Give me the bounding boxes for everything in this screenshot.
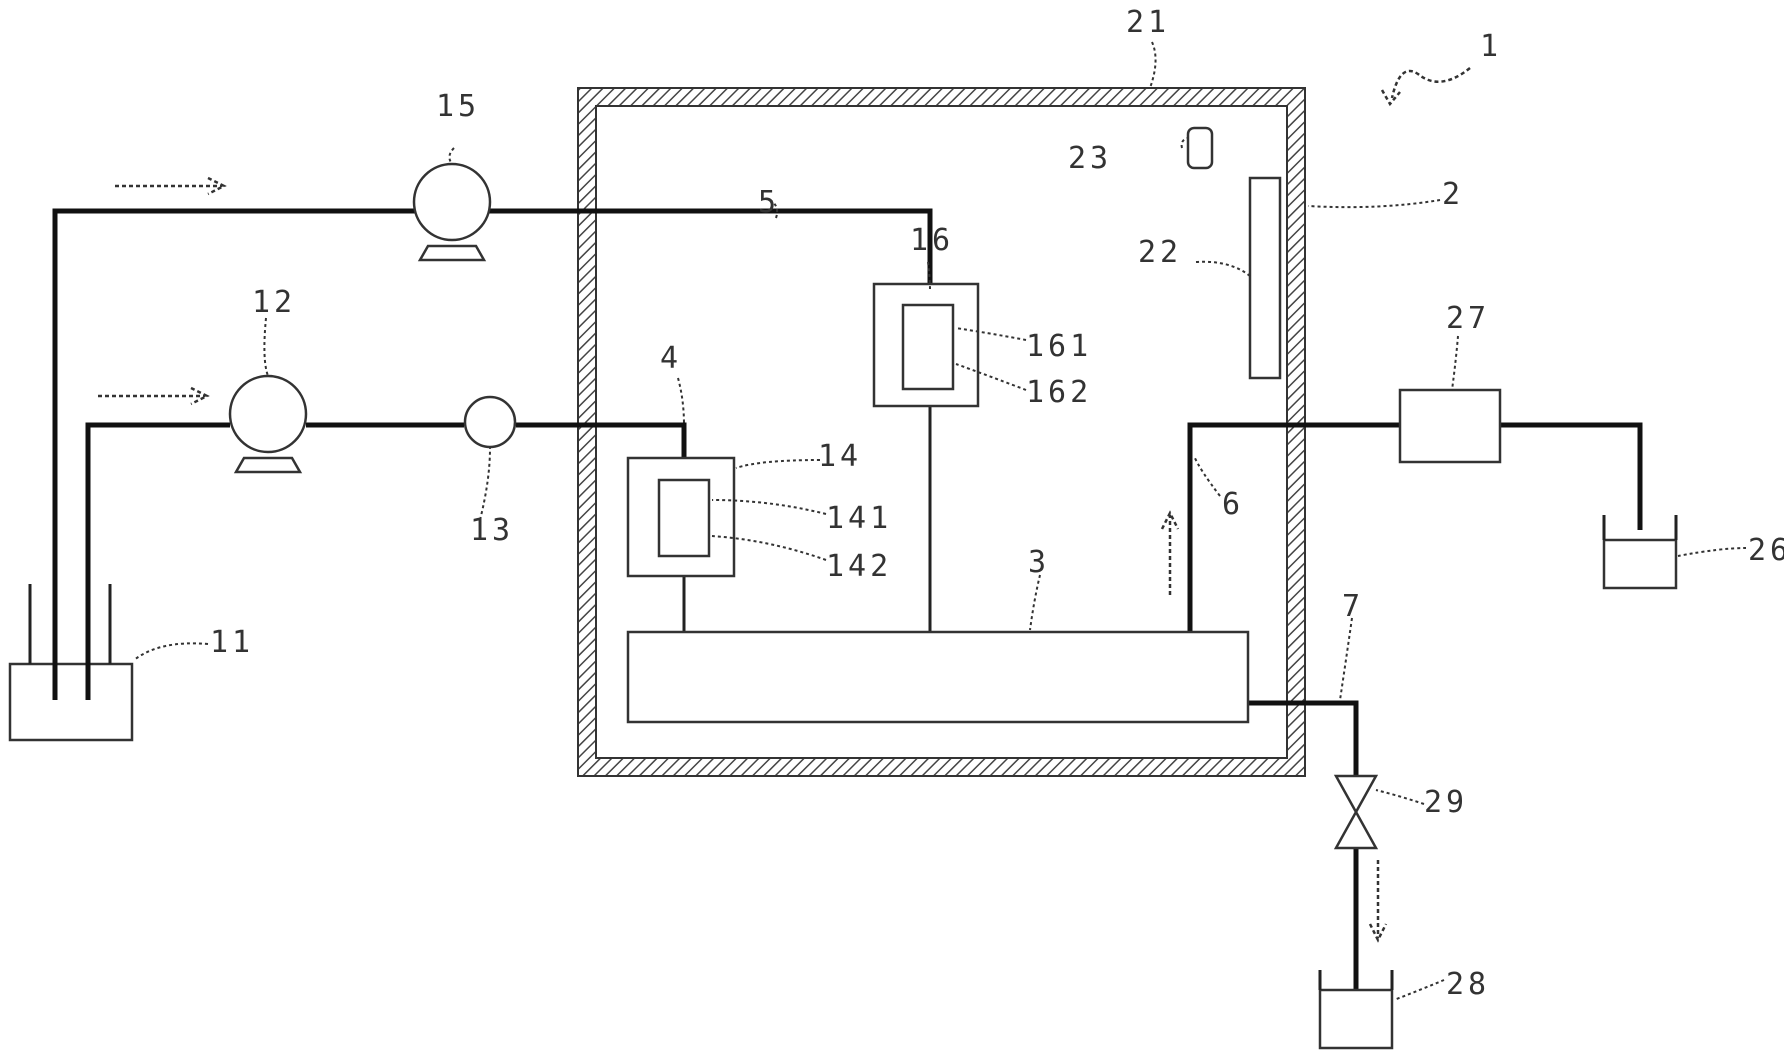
heater-22 bbox=[1250, 178, 1280, 378]
line-5 bbox=[487, 211, 930, 290]
label-27: 27 bbox=[1446, 301, 1490, 336]
label-15: 15 bbox=[436, 89, 480, 124]
leader-6 bbox=[1194, 456, 1220, 496]
label-1: 1 bbox=[1480, 29, 1502, 64]
sensor-23 bbox=[1188, 128, 1212, 168]
line-to-receiver-26 bbox=[1500, 425, 1640, 530]
leader-11 bbox=[134, 643, 208, 660]
label-26: 26 bbox=[1748, 533, 1784, 568]
label-13: 13 bbox=[470, 513, 514, 548]
unit-141-element bbox=[659, 480, 709, 556]
label-4: 4 bbox=[660, 341, 682, 376]
pump-12 bbox=[230, 376, 306, 452]
leader-15 bbox=[449, 148, 454, 164]
flow-arrow-line-7 bbox=[1370, 860, 1386, 940]
vessel-3 bbox=[628, 632, 1248, 722]
valve-13 bbox=[465, 397, 515, 447]
label-29: 29 bbox=[1424, 785, 1468, 820]
pump-12-base bbox=[236, 458, 300, 472]
valve-29-upper bbox=[1336, 776, 1376, 812]
label-162: 162 bbox=[1026, 375, 1092, 410]
reference-arrow-1 bbox=[1382, 68, 1470, 104]
label-16: 16 bbox=[910, 223, 954, 258]
receiver-28 bbox=[1320, 990, 1392, 1048]
flow-arrow-line-6 bbox=[1162, 513, 1178, 595]
leader-12 bbox=[264, 318, 268, 376]
tank-11 bbox=[10, 664, 132, 740]
valve-29-lower bbox=[1336, 812, 1376, 848]
leader-22 bbox=[1196, 262, 1250, 276]
leader-4 bbox=[678, 378, 684, 425]
label-2: 2 bbox=[1442, 177, 1464, 212]
label-12: 12 bbox=[252, 285, 296, 320]
label-28: 28 bbox=[1446, 967, 1490, 1002]
unit-161-element bbox=[903, 305, 953, 389]
pump-15 bbox=[414, 164, 490, 240]
label-161: 161 bbox=[1026, 329, 1092, 364]
label-141: 141 bbox=[826, 501, 892, 536]
leader-2 bbox=[1308, 200, 1440, 207]
label-6: 6 bbox=[1222, 487, 1244, 522]
leader-28 bbox=[1394, 980, 1444, 1000]
label-7: 7 bbox=[1342, 589, 1364, 624]
flow-arrow-upper bbox=[115, 178, 224, 194]
leader-7 bbox=[1340, 618, 1352, 700]
label-21: 21 bbox=[1126, 5, 1170, 40]
leader-13 bbox=[480, 448, 490, 520]
label-23: 23 bbox=[1068, 141, 1112, 176]
label-142: 142 bbox=[826, 549, 892, 584]
flow-arrow-lower bbox=[98, 388, 207, 404]
label-11: 11 bbox=[210, 625, 254, 660]
pump-15-base bbox=[420, 246, 484, 260]
label-5: 5 bbox=[758, 185, 780, 220]
leader-27-line bbox=[1452, 336, 1458, 390]
receiver-26 bbox=[1604, 540, 1676, 588]
label-14: 14 bbox=[818, 439, 862, 474]
leader-29 bbox=[1376, 790, 1424, 804]
label-22: 22 bbox=[1138, 235, 1182, 270]
leader-21 bbox=[1150, 42, 1156, 88]
leader-26 bbox=[1678, 548, 1746, 556]
label-3: 3 bbox=[1028, 545, 1050, 580]
leader-14 bbox=[736, 460, 820, 468]
device-27 bbox=[1400, 390, 1500, 462]
leader-3 bbox=[1030, 575, 1040, 630]
